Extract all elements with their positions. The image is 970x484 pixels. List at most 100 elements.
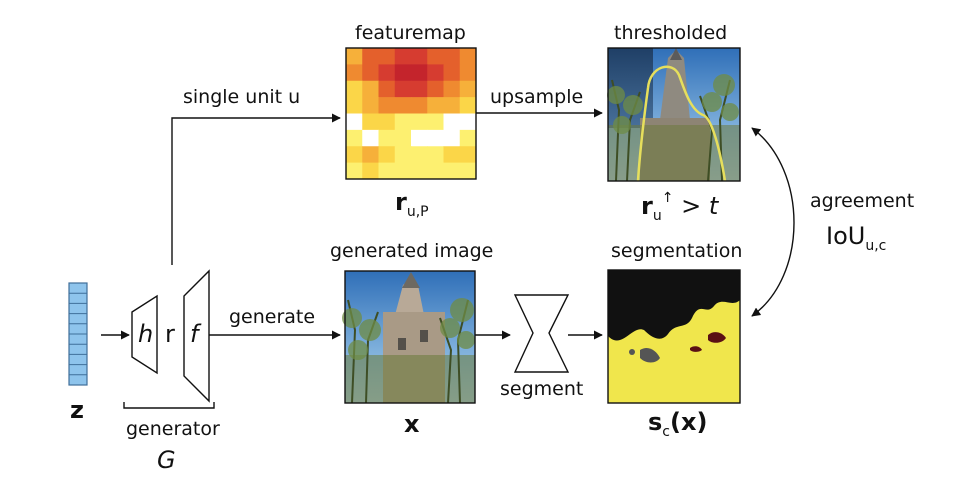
featuremap-cell	[443, 48, 461, 65]
featuremap-cell	[346, 113, 363, 131]
segmenter-block	[513, 294, 570, 373]
label-generate: generate	[229, 306, 316, 328]
featuremap-cell	[427, 97, 444, 114]
featuremap-cell	[362, 129, 379, 147]
featuremap-cell	[443, 80, 461, 98]
featuremap-cell	[394, 97, 412, 114]
featuremap-cell	[411, 80, 428, 98]
featuremap-cell	[411, 64, 428, 82]
featuremap-cell	[378, 146, 396, 164]
featuremap-cell	[443, 162, 461, 180]
generated-image	[342, 270, 476, 404]
label-upsample: upsample	[490, 86, 584, 108]
featuremap-cell	[427, 113, 444, 131]
featuremap-cell	[362, 48, 379, 65]
featuremap-cell	[427, 48, 444, 65]
featuremap-cell	[411, 146, 428, 164]
segmentation-map	[607, 269, 741, 404]
featuremap-cell	[394, 48, 412, 65]
featuremap-cell	[443, 64, 461, 82]
symbol-f: f	[190, 320, 199, 348]
featuremap-cell	[346, 48, 363, 65]
featuremap-cell	[459, 80, 477, 98]
featuremap-cell	[362, 64, 379, 82]
symbol-r-featuremap: ru,P	[395, 188, 429, 220]
generator-h-block	[131, 294, 158, 375]
symbol-threshold-relation: >	[681, 192, 709, 220]
label-thresholded: thresholded	[614, 22, 728, 44]
thresholded-image	[607, 47, 741, 182]
featuremap-cell	[411, 97, 428, 114]
label-segment: segment	[500, 378, 584, 400]
featuremap-cell	[443, 97, 461, 114]
symbol-iou: IoUu,c	[826, 222, 887, 254]
symbol-z: z	[70, 396, 84, 424]
symbol-h: h	[138, 320, 154, 348]
symbol-iou-sub: u,c	[865, 238, 887, 254]
featuremap-cell	[427, 80, 444, 98]
featuremap-cell	[362, 113, 379, 131]
featuremap-cell	[427, 162, 444, 180]
featuremap-cell	[346, 97, 363, 114]
symbol-x: x	[404, 410, 420, 438]
symbol-r-thresholded: ru↑ > t	[641, 190, 719, 224]
symbol-r-featuremap-sub: u,P	[406, 204, 429, 220]
featuremap-cell	[378, 64, 396, 82]
featuremap-cell	[459, 162, 477, 180]
featuremap-cell	[378, 48, 396, 65]
featuremap-cell	[459, 129, 477, 147]
featuremap-cell	[427, 64, 444, 82]
featuremap-cell	[443, 146, 461, 164]
featuremap-cell	[394, 162, 412, 180]
featuremap-cell	[394, 64, 412, 82]
featuremap-cell	[459, 64, 477, 82]
featuremap-cell	[427, 146, 444, 164]
featuremap-cell	[378, 97, 396, 114]
featuremap-cell	[459, 113, 477, 131]
featuremap-cell	[427, 129, 444, 147]
arrow-agreement	[751, 127, 795, 317]
featuremap-cell	[394, 129, 412, 147]
label-segmentation: segmentation	[611, 240, 743, 262]
featuremap-cell	[443, 129, 461, 147]
featuremap-cell	[459, 97, 477, 114]
featuremap-cell	[346, 162, 363, 180]
label-featuremap: featuremap	[355, 22, 466, 44]
featuremap-cell	[443, 113, 461, 131]
symbol-G: G	[157, 446, 176, 474]
featuremap-cell	[346, 146, 363, 164]
z-vector	[68, 282, 88, 386]
featuremap-cell	[411, 162, 428, 180]
featuremap-cell	[394, 113, 412, 131]
featuremap-cell	[411, 113, 428, 131]
featuremap-cell	[378, 162, 396, 180]
featuremap-cell	[411, 48, 428, 65]
label-agreement: agreement	[810, 190, 915, 212]
featuremap-cell	[362, 146, 379, 164]
label-single-unit: single unit u	[183, 86, 301, 108]
symbol-r: r	[165, 320, 175, 348]
generator-bracket	[123, 402, 215, 409]
symbol-r-thresholded-sup: ↑	[661, 190, 674, 206]
featuremap-cell	[378, 113, 396, 131]
featuremap-heatmap	[346, 48, 477, 180]
featuremap-cell	[411, 129, 428, 147]
featuremap-cell	[362, 162, 379, 180]
featuremap-cell	[346, 129, 363, 147]
symbol-threshold-t: t	[708, 192, 719, 220]
featuremap-cell	[378, 80, 396, 98]
featuremap-cell	[459, 146, 477, 164]
featuremap-cell	[459, 48, 477, 65]
label-generator: generator	[126, 418, 220, 440]
featuremap-cell	[394, 80, 412, 98]
featuremap-cell	[362, 80, 379, 98]
featuremap-cell	[378, 129, 396, 147]
featuremap-cell	[362, 97, 379, 114]
symbol-r-thresholded-sub: u	[652, 208, 662, 224]
arrow-single-unit	[171, 113, 341, 265]
label-generated-image: generated image	[330, 240, 494, 262]
featuremap-cell	[394, 146, 412, 164]
generator-f-block	[183, 269, 210, 403]
